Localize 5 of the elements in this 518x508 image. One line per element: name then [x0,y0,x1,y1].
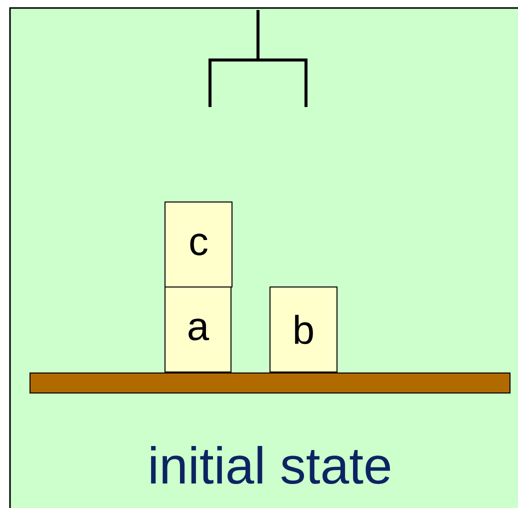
state-caption: initial state [151,446,390,484]
block: b [270,286,338,372]
block: c [164,202,232,288]
block: a [164,286,232,372]
table-bar [30,372,510,394]
